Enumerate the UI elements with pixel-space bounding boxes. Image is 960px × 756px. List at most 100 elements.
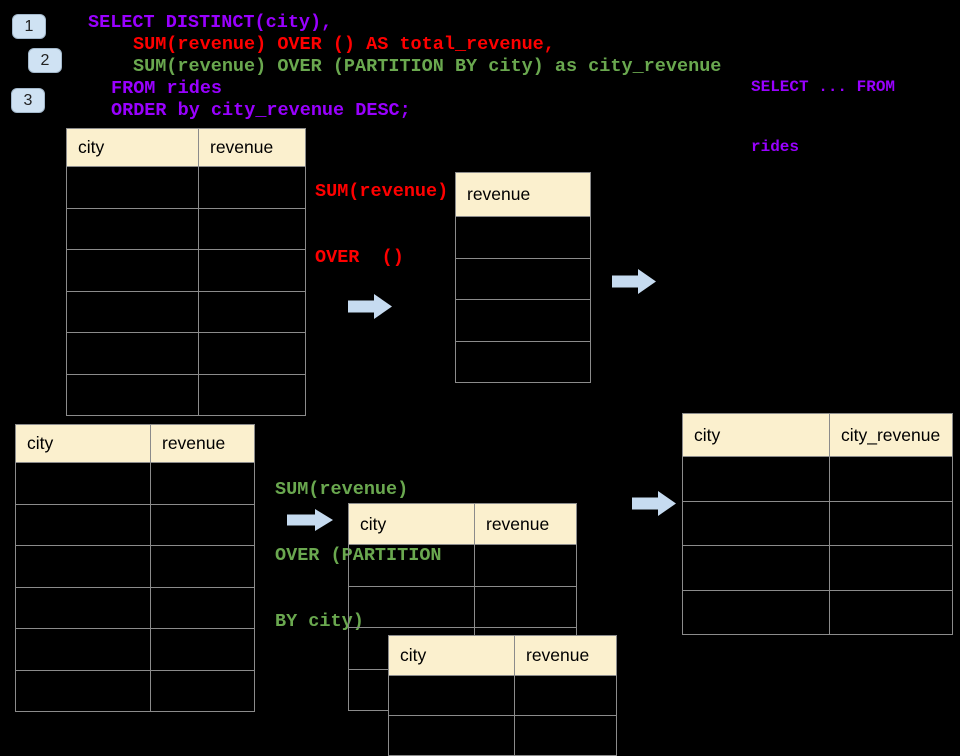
- empty-cell: [682, 589, 830, 635]
- table-row: [388, 715, 617, 756]
- empty-cell: [682, 545, 830, 591]
- empty-cell: [66, 166, 199, 209]
- table-row: [15, 669, 255, 712]
- column-header: city: [15, 424, 151, 463]
- empty-cell: [15, 462, 151, 505]
- table-row: [455, 216, 591, 259]
- sql-line-sum-total: SUM(revenue) OVER () AS total_revenue,: [133, 34, 555, 55]
- column-header: revenue: [474, 503, 577, 545]
- table-row: [682, 545, 953, 591]
- empty-cell: [682, 500, 830, 546]
- empty-cell: [348, 585, 475, 628]
- table-row: [348, 544, 577, 587]
- empty-cell: [150, 462, 255, 505]
- empty-cell: [15, 669, 151, 712]
- table-header-row: revenue: [455, 172, 591, 217]
- flow-arrow-right-icon: [612, 269, 656, 294]
- step-badge-2: 2: [28, 48, 62, 73]
- column-header: city: [388, 635, 515, 676]
- empty-cell: [388, 675, 515, 716]
- flow-arrow-right-icon: [348, 294, 392, 319]
- empty-cell: [15, 586, 151, 629]
- sql-line-order-by: ORDER by city_revenue DESC;: [111, 100, 411, 121]
- empty-cell: [66, 373, 199, 416]
- annotation-total-line-2: OVER (): [315, 247, 404, 268]
- empty-cell: [66, 332, 199, 375]
- empty-cell: [150, 669, 255, 712]
- empty-cell: [15, 628, 151, 671]
- empty-cell: [15, 503, 151, 546]
- empty-cell: [66, 207, 199, 250]
- table-row: [348, 585, 577, 628]
- table-row: [66, 166, 306, 209]
- empty-cell: [829, 500, 953, 546]
- empty-cell: [198, 207, 306, 250]
- empty-cell: [455, 257, 591, 300]
- empty-cell: [150, 628, 255, 671]
- empty-cell: [150, 545, 255, 588]
- empty-cell: [198, 373, 306, 416]
- annotation-partition-line-1: SUM(revenue): [275, 479, 409, 500]
- table-row: [15, 545, 255, 588]
- empty-cell: [150, 586, 255, 629]
- side-note-line-1: SELECT ... FROM: [751, 78, 896, 96]
- sql-line-sum-partition: SUM(revenue) OVER (PARTITION BY city) as…: [133, 56, 722, 77]
- table-row: [66, 332, 306, 375]
- step-badge-1: 1: [12, 14, 46, 39]
- empty-cell: [829, 589, 953, 635]
- empty-cell: [474, 544, 577, 587]
- empty-cell: [15, 545, 151, 588]
- empty-cell: [150, 503, 255, 546]
- empty-cell: [474, 585, 577, 628]
- step-badge-3: 3: [11, 88, 45, 113]
- empty-cell: [829, 545, 953, 591]
- empty-cell: [198, 290, 306, 333]
- table-row: [455, 257, 591, 300]
- column-header: revenue: [198, 128, 306, 167]
- column-header: revenue: [514, 635, 617, 676]
- table-row: [66, 207, 306, 250]
- table-row: [15, 503, 255, 546]
- table-row: [66, 373, 306, 416]
- table-row: [15, 462, 255, 505]
- empty-cell: [198, 332, 306, 375]
- table-row: [455, 340, 591, 383]
- empty-cell: [455, 216, 591, 259]
- empty-cell: [66, 290, 199, 333]
- total-revenue-result-table: revenue: [455, 172, 591, 383]
- table-row: [455, 299, 591, 342]
- annotation-total-revenue: SUM(revenue) OVER (): [315, 137, 448, 291]
- column-header: city: [682, 413, 830, 457]
- empty-cell: [829, 456, 953, 502]
- column-header: revenue: [455, 172, 591, 217]
- flow-arrow-right-icon: [287, 509, 333, 531]
- empty-cell: [198, 166, 306, 209]
- table-row: [682, 456, 953, 502]
- sql-line-from: FROM rides: [111, 78, 223, 99]
- empty-cell: [682, 456, 830, 502]
- column-header: city: [348, 503, 475, 545]
- empty-cell: [198, 249, 306, 292]
- empty-cell: [514, 715, 617, 756]
- empty-cell: [388, 715, 515, 756]
- table-row: [66, 290, 306, 333]
- table-row: [15, 628, 255, 671]
- empty-cell: [455, 299, 591, 342]
- column-header: city_revenue: [829, 413, 953, 457]
- column-header: revenue: [150, 424, 255, 463]
- table-row: [15, 586, 255, 629]
- annotation-total-line-1: SUM(revenue): [315, 181, 449, 202]
- table-row: [682, 589, 953, 635]
- sql-line-select: SELECT DISTINCT(city),: [88, 12, 333, 33]
- empty-cell: [455, 340, 591, 383]
- side-note-code: SELECT ... FROM rides: [751, 37, 895, 177]
- empty-cell: [348, 544, 475, 587]
- slide-canvas: { "colors": { "background": "#000000", "…: [11, 12, 953, 756]
